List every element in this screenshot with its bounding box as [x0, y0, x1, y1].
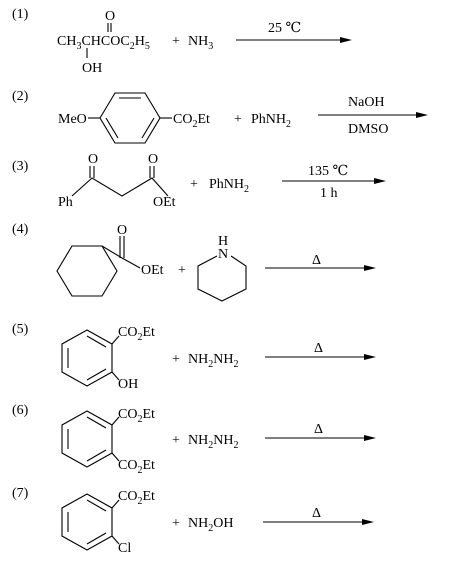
arrow-head	[362, 519, 374, 525]
reaction-number: (1)	[12, 7, 29, 22]
bond	[111, 535, 120, 545]
bond	[111, 416, 120, 426]
reagent-ammonia: NH3	[188, 34, 213, 52]
reaction-number: (3)	[12, 159, 29, 174]
condition-heat: Δ	[314, 341, 323, 356]
carbonyl-oxygen: O	[105, 9, 115, 24]
condition-heat: Δ	[312, 506, 321, 521]
cyclohexane-ring	[56, 245, 118, 297]
carbonyl-oxygen: O	[117, 223, 127, 238]
ring-double-bond	[86, 449, 107, 462]
ester-group: CO2Et	[173, 112, 210, 130]
arrow-head	[416, 112, 428, 118]
reagent-aniline: PhNH2	[251, 112, 291, 130]
condition-solvent: DMSO	[348, 122, 388, 137]
arrow-head	[340, 37, 352, 43]
reaction-2: (2) MeO CO2Et + PhNH2 NaOH DMSO	[12, 89, 428, 144]
reagent-hydrazine: NH2NH2	[188, 433, 238, 451]
ester-group: CO2Et	[118, 489, 155, 507]
benzene-ring	[61, 493, 113, 551]
arrow-head	[364, 435, 376, 441]
phenyl-label: Ph	[58, 195, 73, 210]
ester-group-top: CO2Et	[118, 407, 155, 425]
ring-double-bond	[86, 335, 107, 348]
bond	[111, 371, 120, 381]
backbone-chain	[71, 177, 169, 197]
reaction-number: (2)	[12, 89, 29, 104]
methoxy-label: MeO	[58, 112, 87, 127]
condition-heat: Δ	[312, 253, 321, 268]
reagent-hydroxylamine: NH2OH	[188, 516, 233, 534]
bond	[121, 257, 141, 269]
condition-temperature: 25 ℃	[268, 21, 301, 36]
reagent-aniline: PhNH2	[209, 177, 249, 195]
reaction-number: (5)	[12, 322, 29, 337]
substrate-formula: CH3CHCOC2H5	[57, 34, 150, 52]
plus-sign: +	[234, 112, 242, 127]
arrow-head	[374, 178, 386, 184]
plus-sign: +	[172, 352, 180, 367]
ring-double-bond	[105, 117, 119, 139]
piperidine-n: N	[218, 247, 228, 262]
ester-oxygen: O	[148, 152, 158, 167]
reaction-4: (4) O OEt + H N Δ	[12, 222, 376, 302]
plus-sign: +	[172, 34, 180, 49]
plus-sign: +	[172, 433, 180, 448]
benzene-ring	[61, 329, 113, 387]
ring-double-bond	[86, 499, 107, 512]
plus-sign: +	[190, 177, 198, 192]
benzene-ring	[61, 410, 113, 468]
reagent-hydrazine: NH2NH2	[188, 352, 238, 370]
chloro-label: Cl	[118, 541, 131, 556]
reaction-number: (6)	[12, 403, 29, 418]
reaction-number: (7)	[12, 486, 29, 501]
condition-heat: Δ	[314, 422, 323, 437]
plus-sign: +	[172, 516, 180, 531]
bond	[111, 499, 120, 509]
reaction-1: (1) CH3CHCOC2H5 O OH + NH3 25 ℃	[12, 7, 352, 76]
reaction-number: (4)	[12, 222, 29, 237]
ring-double-bond	[86, 368, 107, 381]
ring-double-bond	[86, 532, 107, 545]
reaction-7: (7) CO2Et Cl + NH2OH Δ	[12, 486, 374, 556]
benzene-ring	[99, 92, 161, 144]
ester-group-bottom: CO2Et	[118, 458, 155, 476]
bond	[111, 335, 120, 345]
ring-double-bond	[141, 117, 155, 139]
ethoxy-label: OEt	[153, 195, 176, 210]
plus-sign: +	[178, 263, 186, 278]
reaction-6: (6) CO2Et CO2Et + NH2NH2 Δ	[12, 403, 376, 476]
hydroxyl-label: OH	[118, 377, 138, 392]
arrow-head	[364, 265, 376, 271]
bond	[101, 245, 123, 259]
condition-time: 1 h	[320, 186, 338, 201]
ketone-oxygen: O	[88, 152, 98, 167]
piperidine-ring	[197, 255, 247, 302]
reaction-3: (3) O O Ph OEt + PhNH2 135 ℃ 1 h	[12, 152, 386, 210]
ester-group: CO2Et	[118, 325, 155, 343]
ethoxy-label: OEt	[141, 263, 164, 278]
hydroxyl-label: OH	[82, 61, 102, 76]
bond	[111, 452, 120, 462]
condition-temperature: 135 ℃	[308, 164, 348, 179]
piperidine-h: H	[218, 234, 228, 249]
arrow-head	[364, 354, 376, 360]
ring-double-bond	[86, 416, 107, 429]
reaction-5: (5) CO2Et OH + NH2NH2 Δ	[12, 322, 376, 392]
condition-base: NaOH	[348, 95, 385, 110]
